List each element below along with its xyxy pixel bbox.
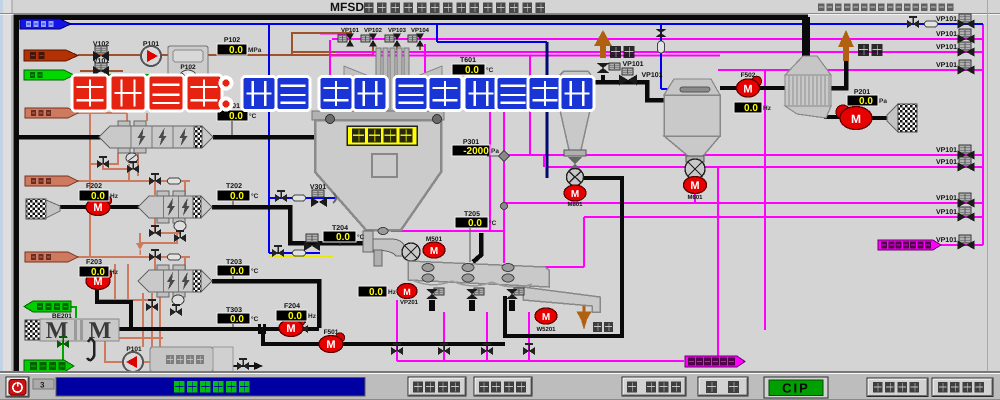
svg-text:VP101: VP101 (936, 16, 957, 23)
svg-text:°C: °C (251, 268, 259, 275)
svg-text:VP101: VP101 (936, 44, 957, 51)
svg-text:M: M (571, 189, 579, 200)
svg-text:M: M (743, 84, 752, 96)
svg-text:M601: M601 (687, 194, 703, 201)
svg-text:0.0: 0.0 (468, 218, 482, 229)
svg-text:F202: F202 (86, 183, 102, 190)
svg-text:P101: P101 (143, 41, 159, 48)
svg-text:0.0: 0.0 (230, 266, 244, 277)
svg-text:P201: P201 (854, 89, 870, 96)
svg-text:T204: T204 (332, 225, 348, 232)
svg-text:M: M (93, 202, 102, 214)
svg-text:Hz: Hz (110, 193, 119, 200)
svg-text:CIP: CIP (782, 381, 810, 396)
svg-text:M501: M501 (426, 236, 443, 243)
svg-text:0.0: 0.0 (859, 96, 873, 107)
svg-text:M: M (430, 246, 438, 257)
svg-text:M: M (690, 180, 699, 192)
svg-text:Pa: Pa (491, 148, 499, 155)
svg-text:F204: F204 (284, 303, 300, 310)
svg-text:M: M (326, 339, 335, 351)
svg-text:V102: V102 (93, 41, 109, 48)
svg-text:VP101: VP101 (936, 159, 957, 166)
svg-text:P102: P102 (224, 37, 240, 44)
svg-text:3: 3 (40, 380, 45, 389)
svg-text:0.0: 0.0 (230, 314, 244, 325)
svg-text:P102: P102 (180, 64, 196, 71)
svg-text:T303: T303 (226, 307, 242, 314)
svg-text:0.0: 0.0 (91, 191, 105, 202)
svg-text:°C: °C (249, 113, 257, 120)
svg-text:Pa: Pa (879, 98, 887, 105)
svg-text:T205: T205 (464, 211, 480, 218)
svg-text:T202: T202 (226, 183, 242, 190)
svg-text:W5201: W5201 (536, 326, 556, 333)
svg-text:M: M (542, 312, 550, 323)
svg-text:VP201: VP201 (400, 299, 419, 306)
svg-text:VP104: VP104 (411, 27, 430, 34)
svg-text:M: M (89, 318, 112, 344)
svg-text:Hz: Hz (388, 289, 397, 296)
svg-text:VP101: VP101 (936, 147, 957, 154)
svg-text:P301: P301 (463, 139, 479, 146)
svg-text:VP101: VP101 (641, 72, 662, 79)
svg-text:Hz: Hz (763, 105, 772, 112)
svg-text:0.0: 0.0 (229, 45, 243, 56)
svg-text:°C: °C (251, 316, 259, 323)
svg-text:0.0: 0.0 (229, 111, 243, 122)
svg-text:0.0: 0.0 (288, 311, 302, 322)
svg-text:M: M (286, 323, 295, 335)
svg-text:M: M (403, 287, 411, 297)
svg-text:°C: °C (251, 193, 259, 200)
svg-text:VP101: VP101 (622, 61, 643, 68)
svg-text:Hz: Hz (308, 313, 317, 320)
svg-text:VP103: VP103 (388, 27, 407, 34)
svg-text:M801: M801 (567, 201, 583, 208)
svg-text:0.0: 0.0 (744, 103, 758, 114)
svg-text:V101: V101 (93, 58, 109, 65)
svg-text:VP101: VP101 (936, 237, 957, 244)
svg-text:0.0: 0.0 (230, 191, 244, 202)
svg-text:-2000: -2000 (463, 146, 489, 157)
svg-text:MPa: MPa (248, 47, 262, 54)
svg-text:T203: T203 (226, 259, 242, 266)
svg-text:VP101: VP101 (341, 27, 360, 34)
svg-text:VP102: VP102 (364, 27, 383, 34)
svg-text:°C: °C (489, 220, 497, 227)
svg-text:Hz: Hz (110, 269, 119, 276)
svg-text:VP101: VP101 (936, 62, 957, 69)
svg-text:F501: F501 (324, 329, 339, 336)
svg-text:M: M (93, 276, 102, 288)
svg-text:F502: F502 (741, 72, 756, 79)
svg-text:0.0: 0.0 (465, 65, 479, 76)
svg-text:°C: °C (357, 234, 365, 241)
svg-text:0.0: 0.0 (336, 232, 350, 243)
svg-text:V301: V301 (310, 184, 326, 191)
svg-text:T601: T601 (460, 57, 476, 64)
svg-text:F203: F203 (86, 259, 102, 266)
svg-text:BE201: BE201 (52, 313, 72, 320)
svg-text:0.0: 0.0 (369, 287, 383, 298)
svg-text:M: M (851, 112, 861, 126)
svg-text:P101: P101 (126, 346, 142, 353)
svg-text:VP101: VP101 (936, 209, 957, 216)
svg-text:VP101: VP101 (936, 195, 957, 202)
svg-text:0.0: 0.0 (91, 267, 105, 278)
svg-text:VP101: VP101 (936, 31, 957, 38)
svg-text:°C: °C (486, 67, 494, 74)
svg-text:MFSD: MFSD (330, 0, 364, 14)
